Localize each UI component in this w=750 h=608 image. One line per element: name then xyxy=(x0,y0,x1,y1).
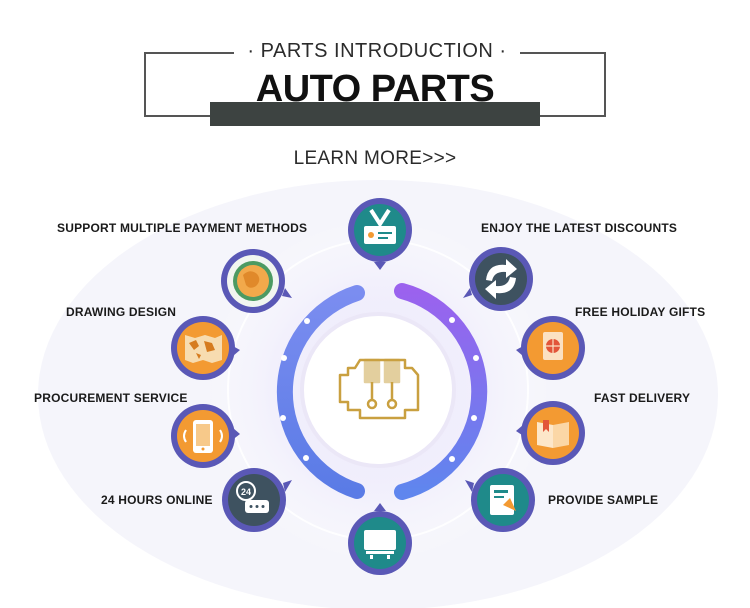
svg-text:24: 24 xyxy=(241,487,251,497)
world-map-icon xyxy=(185,335,222,363)
document-icon xyxy=(490,485,516,515)
drawing-bubble[interactable] xyxy=(171,316,240,380)
chat-24-icon: 24 xyxy=(236,481,269,513)
label-fast-delivery: FAST DELIVERY xyxy=(594,391,691,405)
gifts-bubble[interactable] xyxy=(516,316,585,380)
header-frame-left xyxy=(144,52,234,117)
label-payment-methods: SUPPORT MULTIPLE PAYMENT METHODS xyxy=(57,221,308,235)
label-procurement-service: PROCUREMENT SERVICE xyxy=(34,391,188,405)
delivery-bubble[interactable] xyxy=(516,401,585,465)
discounts-bubble[interactable] xyxy=(463,247,533,311)
title-underline-bar xyxy=(210,102,540,126)
smartphone-icon xyxy=(183,420,223,453)
right-arc xyxy=(394,283,488,500)
left-arc xyxy=(276,285,365,499)
procurement-bubble[interactable] xyxy=(171,404,240,468)
gift-globe-icon xyxy=(543,332,563,360)
bottom-monitor-bubble[interactable] xyxy=(348,503,412,575)
top-id-card-bubble[interactable] xyxy=(348,198,412,270)
label-provide-sample: PROVIDE SAMPLE xyxy=(548,493,659,507)
learn-more-link[interactable]: LEARN MORE>>> xyxy=(293,148,457,169)
page-title: AUTO PARTS xyxy=(255,68,495,110)
online-bubble[interactable]: 24 xyxy=(222,468,292,532)
label-drawing-design: DRAWING DESIGN xyxy=(66,305,177,319)
monitor-icon xyxy=(364,530,396,559)
header-frame-right xyxy=(520,52,606,117)
engine-icon xyxy=(338,358,420,420)
payment-bubble[interactable] xyxy=(221,249,292,313)
sample-bubble[interactable] xyxy=(465,468,535,532)
globe-coin-icon xyxy=(233,261,273,301)
refresh-arrows-icon xyxy=(485,259,517,299)
label-holiday-gifts: FREE HOLIDAY GIFTS xyxy=(575,305,706,319)
id-card-icon xyxy=(364,208,396,244)
label-latest-discounts: ENJOY THE LATEST DISCOUNTS xyxy=(481,221,678,235)
label-24-hours-online: 24 HOURS ONLINE xyxy=(101,493,213,507)
arc-dots xyxy=(280,317,479,462)
center-disc xyxy=(300,312,456,468)
open-book-icon xyxy=(537,420,569,448)
section-subtitle: · PARTS INTRODUCTION · xyxy=(247,40,507,62)
